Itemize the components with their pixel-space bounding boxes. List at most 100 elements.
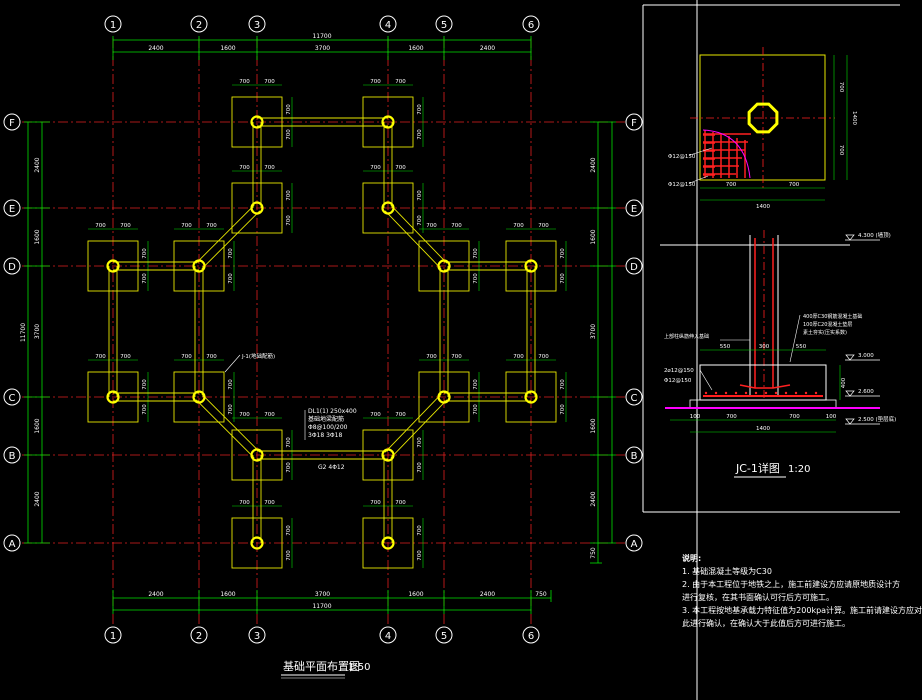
detail-dim-text: 1400 bbox=[851, 111, 857, 125]
footing-pad bbox=[362, 182, 414, 234]
column-circle bbox=[106, 259, 120, 273]
dim-text: 2400 bbox=[590, 157, 597, 172]
axis-bubble bbox=[3, 199, 21, 217]
axis-bubble bbox=[190, 15, 208, 33]
footing-dim-text: 700 bbox=[264, 79, 275, 85]
axis-label: 1 bbox=[110, 631, 116, 642]
footing-dim-text: 700 bbox=[417, 190, 423, 201]
elevation-mark bbox=[845, 354, 855, 361]
rebar-dot bbox=[764, 391, 768, 395]
column-circle bbox=[250, 448, 264, 462]
axis-label: 4 bbox=[385, 20, 391, 31]
axis-bubble bbox=[625, 113, 643, 131]
rebar-dot bbox=[744, 391, 748, 395]
footing-section bbox=[699, 364, 827, 401]
column-circle bbox=[250, 536, 264, 550]
axis-bubble bbox=[435, 626, 453, 644]
footing-pad bbox=[87, 240, 139, 292]
axis-label: E bbox=[631, 204, 637, 215]
blinding-layer bbox=[689, 399, 837, 409]
footing-dim-text: 700 bbox=[264, 165, 275, 171]
footing-dim-text: 700 bbox=[228, 248, 234, 259]
rebar-dot bbox=[704, 391, 708, 395]
axis-bubble bbox=[379, 15, 397, 33]
footing-dim-text: 700 bbox=[142, 379, 148, 390]
axis-label: C bbox=[9, 393, 16, 404]
section-note: 上部柱纵筋伸入基础 bbox=[664, 333, 709, 340]
column-circle bbox=[381, 201, 395, 215]
footing-pad bbox=[418, 240, 470, 292]
section-rebar-label: Φ12@150 bbox=[664, 378, 692, 384]
detail-column bbox=[747, 102, 779, 134]
detail-dim-text: 550 bbox=[720, 344, 731, 350]
tie-beam-edge bbox=[195, 399, 255, 459]
detail-dim-text: 1400 bbox=[756, 426, 770, 432]
layer-note: 100厚C20混凝土垫层 bbox=[803, 321, 852, 328]
axis-bubble bbox=[190, 626, 208, 644]
footing-dim-text: 700 bbox=[560, 248, 566, 259]
axis-bubble bbox=[435, 15, 453, 33]
footing-pad bbox=[231, 182, 283, 234]
axis-label: 2 bbox=[196, 631, 202, 642]
axis-label: D bbox=[8, 262, 16, 273]
dim-text: 1600 bbox=[408, 45, 423, 52]
footing-dim-text: 700 bbox=[239, 79, 250, 85]
axis-label: C bbox=[631, 393, 638, 404]
footing-dim-text: 700 bbox=[206, 354, 217, 360]
column-circle bbox=[106, 390, 120, 404]
footing-pad bbox=[231, 96, 283, 148]
elevation-text: 3.000 bbox=[858, 353, 874, 359]
elevation-mark bbox=[845, 418, 855, 425]
detail-dim-text: 100 bbox=[826, 414, 837, 420]
footing-dim-text: 700 bbox=[426, 223, 437, 229]
dim-text: 3700 bbox=[34, 324, 41, 339]
footing-dim-text: 700 bbox=[286, 190, 292, 201]
leader-line bbox=[689, 175, 709, 184]
column-circle bbox=[192, 259, 206, 273]
footing-dim-text: 700 bbox=[426, 354, 437, 360]
dim-total: 11700 bbox=[312, 33, 331, 40]
axis-bubble bbox=[3, 388, 21, 406]
detail-dim-text: 700 bbox=[726, 414, 737, 420]
rebar-dot bbox=[734, 391, 738, 395]
axis-bubble bbox=[625, 388, 643, 406]
dim-total: 11700 bbox=[312, 603, 331, 610]
axis-label: 5 bbox=[441, 20, 447, 31]
layer-note: 400厚C30钢筋混凝土基础 bbox=[803, 313, 862, 320]
rebar-dot bbox=[714, 391, 718, 395]
rebar-label: Φ12@150 bbox=[668, 154, 696, 160]
detail-dim-text: 400 bbox=[841, 377, 847, 388]
column-circle bbox=[192, 390, 206, 404]
footing-dim-text: 700 bbox=[417, 215, 423, 226]
footing-dim-text: 700 bbox=[228, 404, 234, 415]
dim-total: 11700 bbox=[20, 323, 27, 342]
axis-bubble bbox=[625, 199, 643, 217]
dim-text: 1600 bbox=[34, 229, 41, 244]
elevation-text: 2.600 bbox=[858, 389, 874, 395]
tie-beam-edge bbox=[195, 204, 255, 264]
footing-dim-text: 700 bbox=[513, 354, 524, 360]
detail-dim-text: 300 bbox=[759, 344, 770, 350]
axis-bubble bbox=[625, 446, 643, 464]
footing-dim-text: 700 bbox=[286, 550, 292, 561]
footing-pad bbox=[87, 371, 139, 423]
elevation-text: 4.300 (墙顶) bbox=[858, 231, 891, 239]
column-circle bbox=[250, 201, 264, 215]
footing-dim-text: 700 bbox=[417, 104, 423, 115]
leader-line bbox=[224, 354, 241, 373]
footing-dim-text: 700 bbox=[560, 273, 566, 284]
footing-dim-text: 700 bbox=[417, 437, 423, 448]
detail-dim-text: 700 bbox=[838, 82, 844, 93]
axis-bubble bbox=[522, 626, 540, 644]
column-circle bbox=[524, 259, 538, 273]
footing-pad bbox=[231, 517, 283, 569]
footing-dim-text: 700 bbox=[286, 215, 292, 226]
detail-footing-plan bbox=[699, 54, 826, 181]
footing-pad bbox=[362, 517, 414, 569]
footing-dim-text: 700 bbox=[473, 379, 479, 390]
axis-label: A bbox=[9, 539, 16, 550]
dim-text: 2400 bbox=[480, 591, 495, 598]
tie-beam-edge bbox=[201, 210, 261, 270]
